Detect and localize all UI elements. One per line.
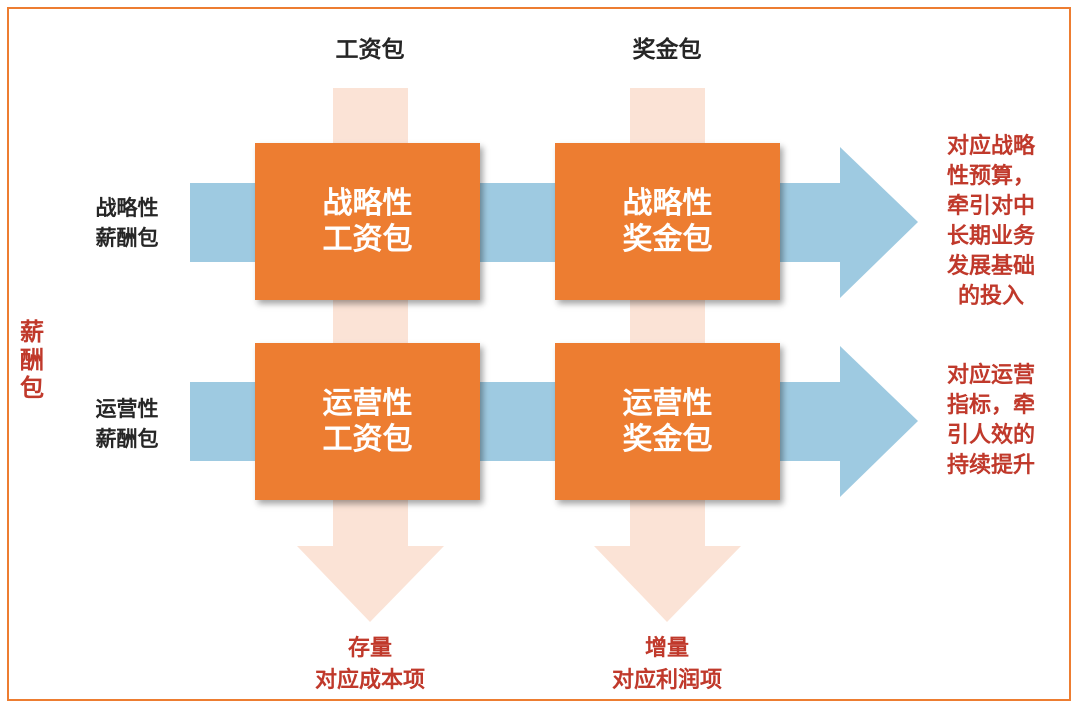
cell-strategic-salary: 战略性 工资包: [255, 143, 480, 300]
diagram-frame: [7, 7, 1071, 701]
outcome-salary: 存量 对应成本项: [314, 636, 425, 693]
column-header-salary: 工资包: [335, 37, 405, 63]
cell-strategic-bonus: 战略性 奖金包: [555, 143, 780, 300]
column-header-bonus: 奖金包: [632, 37, 702, 63]
outcome-bonus: 增量 对应利润项: [611, 636, 722, 693]
note-operational: 对应运营 指标，牵 引人效的 持续提升: [946, 363, 1035, 478]
side-label-compensation-package: 薪 酬 包: [20, 318, 44, 402]
row-header-operational: 运营性 薪酬包: [95, 397, 159, 451]
cell-operational-bonus: 运营性 奖金包: [555, 343, 780, 500]
row-header-strategic: 战略性 薪酬包: [95, 196, 159, 250]
note-strategic: 对应战略 性预算， 牵引对中 长期业务 发展基础 的投入: [946, 134, 1035, 309]
cell-operational-salary: 运营性 工资包: [255, 343, 480, 500]
